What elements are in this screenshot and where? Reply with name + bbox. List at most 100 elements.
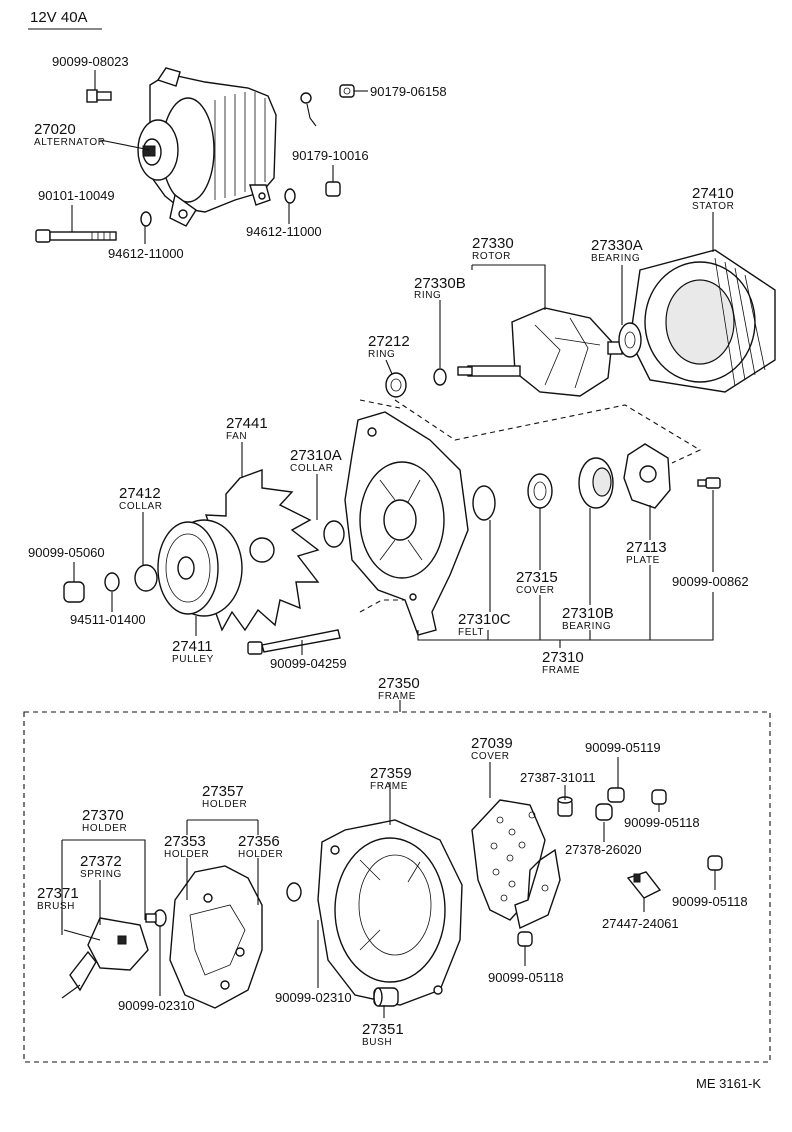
- label-27212-no: 27212: [368, 333, 410, 350]
- label-27330B-no: 27330B: [414, 275, 466, 292]
- assembly-dash-line-upper: [394, 399, 702, 464]
- label-27020-name: ALTERNATOR: [34, 137, 106, 148]
- alternator-assembly-drawing: [137, 67, 277, 227]
- label-27351-no: 27351: [362, 1021, 404, 1038]
- bolt-90099-04259-drawing: [247, 629, 341, 655]
- frame-27350-dashed-box: [23, 711, 771, 1063]
- ring-27212-drawing: [385, 372, 407, 398]
- holder-plate-27357-drawing: [169, 865, 263, 1009]
- label-27359-no: 27359: [370, 765, 412, 782]
- rear-frame-27359-drawing: [317, 819, 463, 1006]
- label-90099-02310-b: 90099-02310: [275, 990, 352, 1005]
- label-27447-24061: 27447-24061: [602, 916, 679, 931]
- label-27412-name: COLLAR: [119, 501, 163, 512]
- label-27357-no: 27357: [202, 783, 244, 800]
- nut-90099-05118-c-drawing: [517, 931, 533, 947]
- cover-27315-drawing: [527, 473, 553, 509]
- label-27212-name: RING: [368, 349, 395, 360]
- label-90099-05060: 90099-05060: [28, 545, 105, 560]
- washer-94511-01400-drawing: [104, 572, 120, 592]
- callout-lines-lower: [61, 757, 716, 1018]
- label-27310-name: FRAME: [542, 665, 580, 676]
- label-27315-no: 27315: [516, 569, 558, 586]
- label-27410-name: STATOR: [692, 201, 735, 212]
- label-90099-05119: 90099-05119: [585, 740, 661, 755]
- label-27310C-no: 27310C: [458, 611, 511, 628]
- label-27113-name: PLATE: [626, 555, 660, 566]
- label-90099-05118-c: 90099-05118: [488, 970, 564, 985]
- label-27310-no: 27310: [542, 649, 584, 666]
- nut-90099-05118-b-drawing: [707, 855, 723, 871]
- label-27410-no: 27410: [692, 185, 734, 202]
- ring-27330B-drawing: [433, 368, 447, 386]
- stator-drawing: [629, 249, 776, 393]
- label-27330-no: 27330: [472, 235, 514, 252]
- label-27359-name: FRAME: [370, 781, 408, 792]
- label-90099-02310-a: 90099-02310: [118, 998, 195, 1013]
- assembly-dash-line-short: [359, 399, 401, 409]
- label-27350-name: FRAME: [378, 691, 416, 702]
- insulator-27378-26020-drawing: [595, 787, 625, 821]
- washer-94612-11000-a-drawing: [140, 211, 152, 227]
- label-27412-no: 27412: [119, 485, 161, 502]
- label-90099-00862: 90099-00862: [672, 574, 749, 589]
- label-90099-04259: 90099-04259: [270, 656, 347, 671]
- label-27310A-no: 27310A: [290, 447, 342, 464]
- washer-94612-11000-b-drawing: [284, 188, 296, 204]
- label-27411-no: 27411: [172, 638, 213, 655]
- label-90099-05118-b: 90099-05118: [672, 894, 748, 909]
- label-27039-name: COVER: [471, 751, 510, 762]
- plate-27113-drawing: [623, 443, 671, 509]
- callout-lines-upper: [71, 70, 714, 712]
- label-27039-no: 27039: [471, 735, 513, 752]
- terminal-27447-24061-drawing: [626, 871, 662, 899]
- nut-90179-10016-drawing: [325, 181, 341, 197]
- label-27350-no: 27350: [378, 675, 420, 692]
- nut-90099-05118-a-drawing: [651, 789, 667, 805]
- terminal-drawing: [300, 92, 317, 127]
- label-90101-10049: 90101-10049: [38, 188, 115, 203]
- label-90179-10016: 90179-10016: [292, 148, 369, 163]
- label-27387-31011: 27387-31011: [520, 770, 596, 785]
- label-27113-no: 27113: [626, 539, 667, 556]
- label-27353-no: 27353: [164, 833, 206, 850]
- label-27441-name: FAN: [226, 431, 247, 442]
- label-27357-name: HOLDER: [202, 799, 247, 810]
- label-27372-name: SPRING: [80, 869, 122, 880]
- washer-90099-02310-b-drawing: [286, 882, 302, 902]
- bolt-90101-10049-drawing: [35, 229, 117, 243]
- front-frame-drawing: [344, 411, 469, 636]
- bush-27351-drawing: [373, 987, 399, 1007]
- label-27411-name: PULLEY: [172, 654, 214, 665]
- label-90179-06158: 90179-06158: [370, 84, 447, 99]
- label-27310B-no: 27310B: [562, 605, 614, 622]
- bearing-27330A-drawing: [618, 322, 642, 358]
- label-27353-name: HOLDER: [164, 849, 209, 860]
- label-94511-01400: 94511-01400: [70, 612, 146, 627]
- label-27351-name: BUSH: [362, 1037, 392, 1048]
- assembly-dash-line-frame: [359, 599, 405, 613]
- label-90099-08023: 90099-08023: [52, 54, 129, 69]
- label-90099-05118-a: 90099-05118: [624, 815, 700, 830]
- pulley-27411-drawing: [157, 519, 243, 617]
- label-27310A-name: COLLAR: [290, 463, 334, 474]
- label-94612-11000-b: 94612-11000: [246, 224, 322, 239]
- label-27441-no: 27441: [226, 415, 268, 432]
- label-27020-no: 27020: [34, 121, 76, 138]
- label-27356-name: HOLDER: [238, 849, 283, 860]
- felt-27310C-drawing: [472, 485, 496, 521]
- label-27356-no: 27356: [238, 833, 280, 850]
- label-27371-no: 27371: [37, 885, 79, 902]
- diagram-code: ME 3161-K: [696, 1076, 761, 1091]
- cover-27039-drawing: [471, 799, 561, 930]
- label-27330B-name: RING: [414, 290, 441, 301]
- label-27310C-name: FELT: [458, 627, 484, 638]
- nut-90099-05060-drawing: [63, 581, 85, 603]
- nut-90179-06158-drawing: [339, 84, 355, 98]
- label-27330-name: ROTOR: [472, 251, 511, 262]
- label-27310B-name: BEARING: [562, 621, 611, 632]
- screw-90099-02310-a-drawing: [145, 909, 167, 927]
- label-27372-no: 27372: [80, 853, 122, 870]
- label-27371-name: BRUSH: [37, 901, 75, 912]
